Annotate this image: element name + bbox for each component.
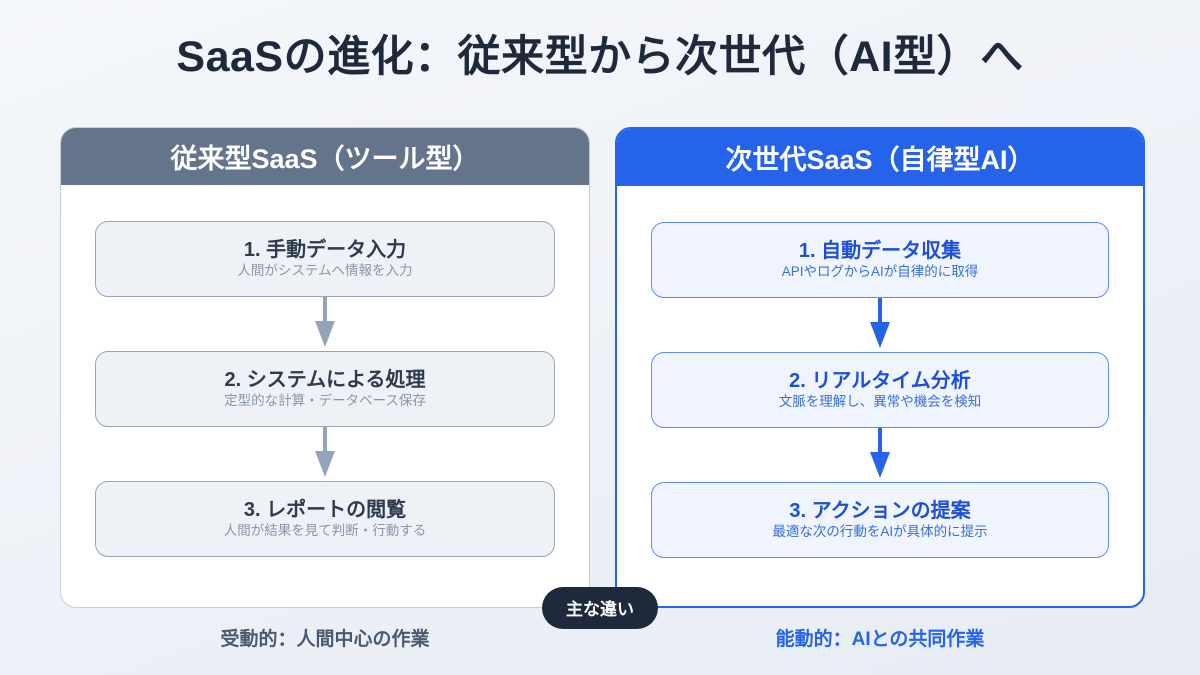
step-title: 1. 手動データ入力: [243, 238, 407, 261]
step-card-nextgen-1: 1. 自動データ収集 APIやログからAIが自律的に取得: [651, 222, 1109, 298]
panel-next-gen-body: 1. 自動データ収集 APIやログからAIが自律的に取得 2. リアルタイム分析…: [617, 186, 1143, 558]
panel-next-gen-header: 次世代SaaS（自律型AI）: [617, 129, 1143, 186]
step-subtitle: 最適な次の行動をAIが具体的に提示: [772, 523, 988, 539]
step-subtitle: APIやログからAIが自律的に取得: [781, 263, 979, 279]
step-title: 1. 自動データ収集: [798, 239, 962, 262]
panel-legacy-body: 1. 手動データ入力 人間がシステムへ情報を入力 2. システムによる処理 定型…: [61, 185, 589, 557]
step-title: 3. レポートの閲覧: [243, 498, 407, 521]
panel-next-gen-saas: 次世代SaaS（自律型AI） 1. 自動データ収集 APIやログからAIが自律的…: [615, 127, 1145, 608]
footer-caption-legacy: 受動的：人間中心の作業: [220, 629, 430, 650]
page-title: SaaSの進化：従来型から次世代（AI型）へ: [176, 33, 1024, 81]
step-subtitle: 文脈を理解し、異常や機会を検知: [778, 393, 982, 409]
step-subtitle: 定型的な計算・データベース保存: [224, 392, 426, 408]
step-card-nextgen-3: 3. アクションの提案 最適な次の行動をAIが具体的に提示: [651, 482, 1109, 558]
arrow-down-icon: [312, 297, 338, 351]
step-title: 3. アクションの提案: [789, 499, 971, 522]
arrow-down-icon: [867, 428, 893, 482]
arrow-down-icon: [312, 427, 338, 481]
step-subtitle: 人間がシステムへ情報を入力: [237, 262, 413, 278]
footer-caption-next-gen: 能動的：AIとの共同作業: [775, 629, 985, 650]
panel-legacy-header: 従来型SaaS（ツール型）: [61, 128, 589, 185]
step-card-legacy-2: 2. システムによる処理 定型的な計算・データベース保存: [95, 351, 555, 427]
main-difference-badge: 主な違い: [542, 587, 658, 629]
step-title: 2. システムによる処理: [224, 368, 426, 391]
panel-legacy-saas: 従来型SaaS（ツール型） 1. 手動データ入力 人間がシステムへ情報を入力 2…: [60, 127, 590, 608]
arrow-down-icon: [867, 298, 893, 352]
step-card-legacy-1: 1. 手動データ入力 人間がシステムへ情報を入力: [95, 221, 555, 297]
step-subtitle: 人間が結果を見て判断・行動する: [223, 522, 427, 538]
step-card-nextgen-2: 2. リアルタイム分析 文脈を理解し、異常や機会を検知: [651, 352, 1109, 428]
step-card-legacy-3: 3. レポートの閲覧 人間が結果を見て判断・行動する: [95, 481, 555, 557]
step-title: 2. リアルタイム分析: [789, 369, 971, 392]
